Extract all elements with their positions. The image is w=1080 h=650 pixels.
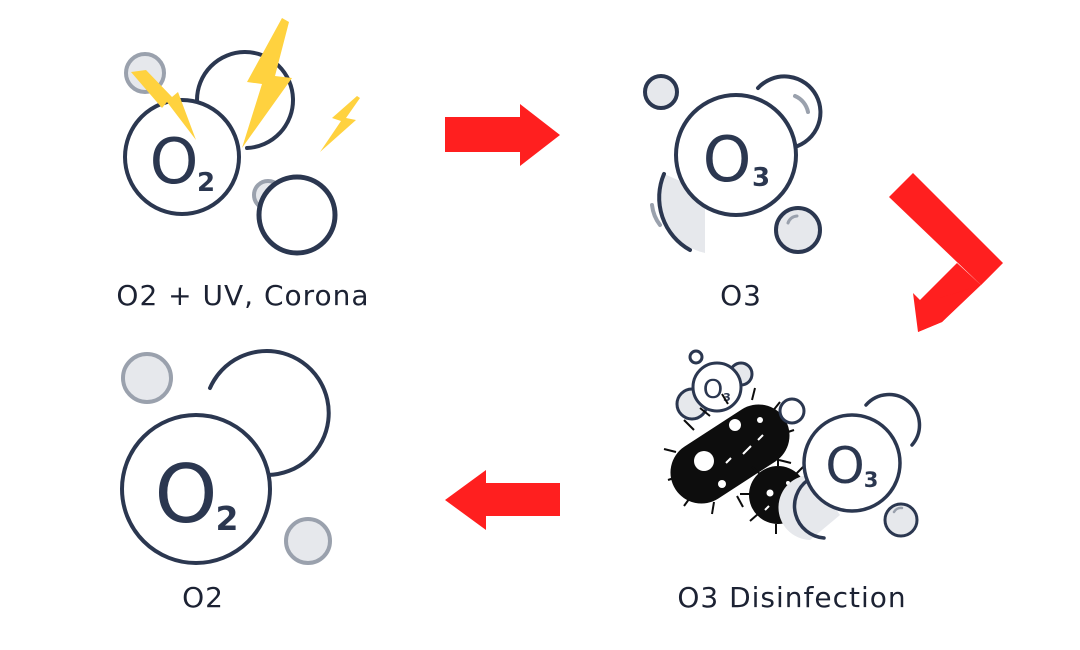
stage-o3-label: O3: [720, 279, 762, 312]
arrow-left-icon: [445, 470, 560, 530]
stage-o3-icon: O 3: [643, 74, 823, 254]
o2-molecule-letter: O: [150, 125, 199, 198]
tiny-bubble: [688, 349, 704, 365]
stage-o2-final-icon: O 2: [120, 349, 332, 565]
arrow-right-icon: [445, 104, 560, 166]
grey-bubble: [284, 517, 332, 565]
bubble-highlight: [793, 94, 810, 114]
large-bubble-arc: [208, 349, 331, 477]
bubble-arc: [864, 392, 922, 447]
small-o3-subscript: 3: [723, 391, 731, 404]
o3-molecule-letter: O: [703, 123, 752, 196]
small-bubble: [643, 74, 679, 110]
stage-o3-disinfection-icon: O 3: [663, 349, 922, 540]
o3-disinfection-letter: O: [825, 437, 864, 495]
bubble-highlight: [892, 506, 904, 514]
stage-o2-uv-icon: O 2: [123, 18, 360, 256]
lightning-bolt-icon: [131, 70, 196, 140]
grey-bubble: [121, 352, 173, 404]
o2-molecule-circle: [120, 413, 272, 565]
o3-molecule-circle: [674, 93, 798, 217]
o2-molecule-circle: [123, 98, 241, 216]
stage-o2-final-label: O2: [182, 581, 224, 614]
bubble-highlight: [650, 203, 662, 227]
o3-molecule-subscript: 3: [752, 163, 770, 193]
bold-bubble: [256, 174, 338, 256]
stage-o3-disinfection-label: O3 Disinfection: [677, 581, 906, 614]
arrow-down-right-icon: [889, 173, 1003, 332]
bubble-arc: [756, 74, 823, 150]
o2-final-subscript: 2: [216, 499, 239, 538]
small-o3-molecule-circle: [691, 361, 743, 413]
stage-o2-uv-label: O2 + UV, Corona: [116, 279, 369, 312]
o2-molecule-subscript: 2: [197, 168, 215, 198]
lower-bubble-outline: [657, 172, 692, 252]
o2-final-letter: O: [155, 448, 218, 541]
lower-bubble: [778, 474, 840, 540]
bubble-highlight: [786, 214, 799, 225]
lightning-bolt-icon: [320, 96, 360, 152]
o3-molecule-circle: [802, 413, 902, 513]
o3-disinfection-subscript: 3: [864, 468, 879, 492]
small-bubble: [778, 397, 806, 425]
large-bubble-arc: [195, 50, 295, 150]
small-bubble: [774, 206, 822, 254]
lower-bubble-outline: [792, 478, 826, 540]
small-o3-letter: O: [703, 375, 723, 405]
lightning-bolt-icon: [242, 18, 292, 148]
